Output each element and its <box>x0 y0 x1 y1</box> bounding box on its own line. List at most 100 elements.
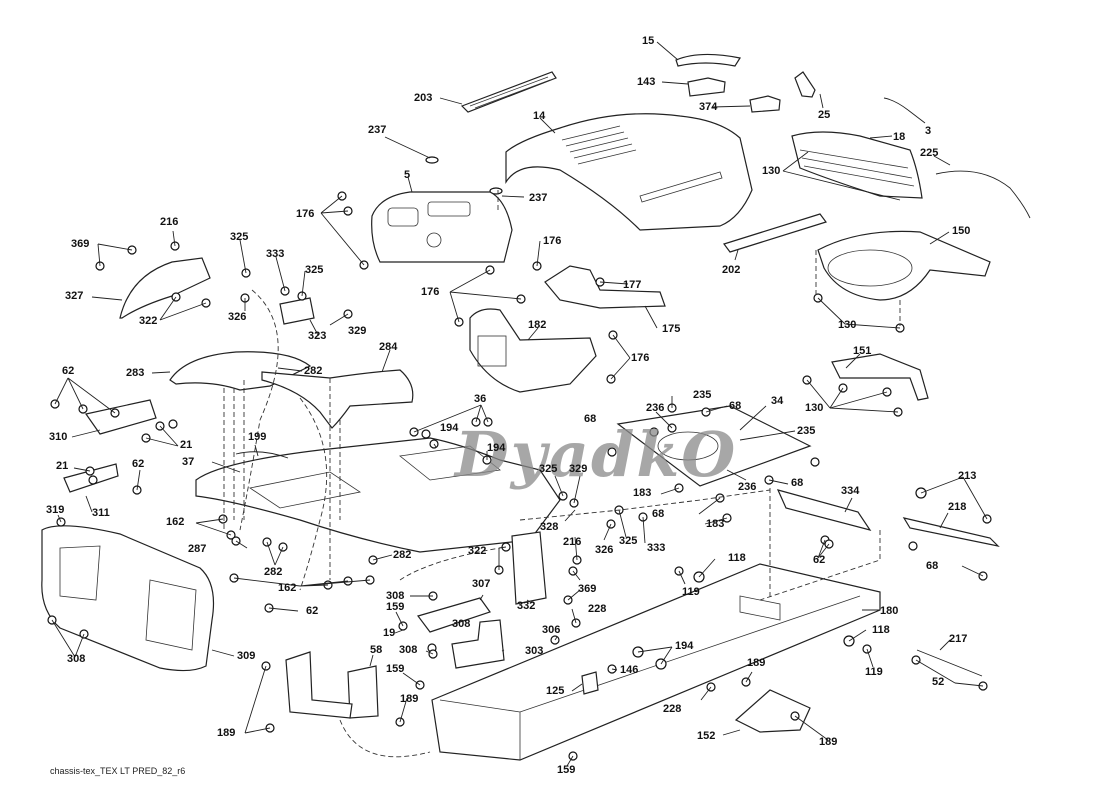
callout-194[interactable]: 194 <box>675 640 694 652</box>
callout-282[interactable]: 282 <box>304 365 323 377</box>
callout-235[interactable]: 235 <box>797 425 816 437</box>
callout-143[interactable]: 143 <box>637 76 656 88</box>
callout-19[interactable]: 19 <box>383 627 396 639</box>
callout-183[interactable]: 183 <box>633 487 652 499</box>
callout-308[interactable]: 308 <box>452 618 471 630</box>
callout-152[interactable]: 152 <box>697 730 716 742</box>
callout-62[interactable]: 62 <box>813 554 826 566</box>
callout-68[interactable]: 68 <box>584 413 597 425</box>
callout-119[interactable]: 119 <box>682 586 700 598</box>
callout-176[interactable]: 176 <box>421 286 440 298</box>
callout-25[interactable]: 25 <box>818 109 831 121</box>
callout-37[interactable]: 37 <box>182 456 195 468</box>
callout-175[interactable]: 175 <box>662 323 681 335</box>
callout-14[interactable]: 14 <box>533 110 546 122</box>
callout-189[interactable]: 189 <box>747 657 766 669</box>
callout-189[interactable]: 189 <box>217 727 236 739</box>
callout-202[interactable]: 202 <box>722 264 741 276</box>
callout-319[interactable]: 319 <box>46 504 65 516</box>
callout-150[interactable]: 150 <box>952 225 971 237</box>
callout-308[interactable]: 308 <box>67 653 86 665</box>
callout-329[interactable]: 329 <box>569 463 588 475</box>
callout-282[interactable]: 282 <box>393 549 412 561</box>
callout-62[interactable]: 62 <box>132 458 145 470</box>
callout-68[interactable]: 68 <box>926 560 939 572</box>
callout-5[interactable]: 5 <box>404 169 411 181</box>
callout-328[interactable]: 328 <box>540 521 559 533</box>
callout-236[interactable]: 236 <box>646 402 665 414</box>
callout-308[interactable]: 308 <box>386 590 405 602</box>
callout-118[interactable]: 118 <box>728 552 746 564</box>
callout-334[interactable]: 334 <box>841 485 860 497</box>
callout-199[interactable]: 199 <box>248 431 267 443</box>
callout-325[interactable]: 325 <box>619 535 638 547</box>
callout-228[interactable]: 228 <box>588 603 607 615</box>
callout-333[interactable]: 333 <box>647 542 666 554</box>
callout-183[interactable]: 183 <box>706 518 725 530</box>
callout-309[interactable]: 309 <box>237 650 256 662</box>
callout-325[interactable]: 325 <box>539 463 558 475</box>
callout-326[interactable]: 326 <box>228 311 247 323</box>
callout-159[interactable]: 159 <box>386 663 405 675</box>
callout-176[interactable]: 176 <box>543 235 562 247</box>
callout-182[interactable]: 182 <box>528 319 547 331</box>
callout-329[interactable]: 329 <box>348 325 367 337</box>
callout-194[interactable]: 194 <box>487 442 506 454</box>
callout-68[interactable]: 68 <box>652 508 665 520</box>
callout-130[interactable]: 130 <box>838 319 857 331</box>
callout-369[interactable]: 369 <box>578 583 597 595</box>
callout-216[interactable]: 216 <box>160 216 179 228</box>
callout-225[interactable]: 225 <box>920 147 939 159</box>
callout-159[interactable]: 159 <box>557 764 576 776</box>
callout-333[interactable]: 333 <box>266 248 285 260</box>
callout-151[interactable]: 151 <box>853 345 872 357</box>
callout-326[interactable]: 326 <box>595 544 614 556</box>
callout-130[interactable]: 130 <box>762 165 781 177</box>
callout-327[interactable]: 327 <box>65 290 84 302</box>
callout-213[interactable]: 213 <box>958 470 977 482</box>
callout-119[interactable]: 119 <box>865 666 883 678</box>
callout-194[interactable]: 194 <box>440 422 459 434</box>
callout-325[interactable]: 325 <box>305 264 324 276</box>
callout-325[interactable]: 325 <box>230 231 249 243</box>
callout-287[interactable]: 287 <box>188 543 207 555</box>
callout-21[interactable]: 21 <box>56 460 69 472</box>
callout-217[interactable]: 217 <box>949 633 968 645</box>
callout-237[interactable]: 237 <box>368 124 387 136</box>
callout-308[interactable]: 308 <box>399 644 418 656</box>
callout-162[interactable]: 162 <box>278 582 297 594</box>
callout-307[interactable]: 307 <box>472 578 491 590</box>
callout-216[interactable]: 216 <box>563 536 582 548</box>
callout-130[interactable]: 130 <box>805 402 824 414</box>
callout-282[interactable]: 282 <box>264 566 283 578</box>
callout-235[interactable]: 235 <box>693 389 712 401</box>
callout-228[interactable]: 228 <box>663 703 682 715</box>
callout-176[interactable]: 176 <box>631 352 650 364</box>
callout-159[interactable]: 159 <box>386 601 405 613</box>
callout-369[interactable]: 369 <box>71 238 90 250</box>
callout-21[interactable]: 21 <box>180 439 193 451</box>
callout-203[interactable]: 203 <box>414 92 433 104</box>
callout-58[interactable]: 58 <box>370 644 383 656</box>
callout-322[interactable]: 322 <box>468 545 487 557</box>
callout-118[interactable]: 118 <box>872 624 890 636</box>
callout-189[interactable]: 189 <box>400 693 419 705</box>
callout-284[interactable]: 284 <box>379 341 398 353</box>
callout-36[interactable]: 36 <box>474 393 487 405</box>
callout-62[interactable]: 62 <box>62 365 75 377</box>
callout-237[interactable]: 237 <box>529 192 548 204</box>
callout-180[interactable]: 180 <box>880 605 899 617</box>
callout-283[interactable]: 283 <box>126 367 145 379</box>
callout-3[interactable]: 3 <box>925 125 932 137</box>
callout-236[interactable]: 236 <box>738 481 757 493</box>
callout-322[interactable]: 322 <box>139 315 158 327</box>
callout-310[interactable]: 310 <box>49 431 68 443</box>
callout-306[interactable]: 306 <box>542 624 561 636</box>
callout-146[interactable]: 146 <box>620 664 639 676</box>
callout-15[interactable]: 15 <box>642 35 655 47</box>
callout-52[interactable]: 52 <box>932 676 945 688</box>
callout-176[interactable]: 176 <box>296 208 315 220</box>
callout-18[interactable]: 18 <box>893 131 906 143</box>
callout-189[interactable]: 189 <box>819 736 838 748</box>
callout-311[interactable]: 311 <box>92 507 110 519</box>
